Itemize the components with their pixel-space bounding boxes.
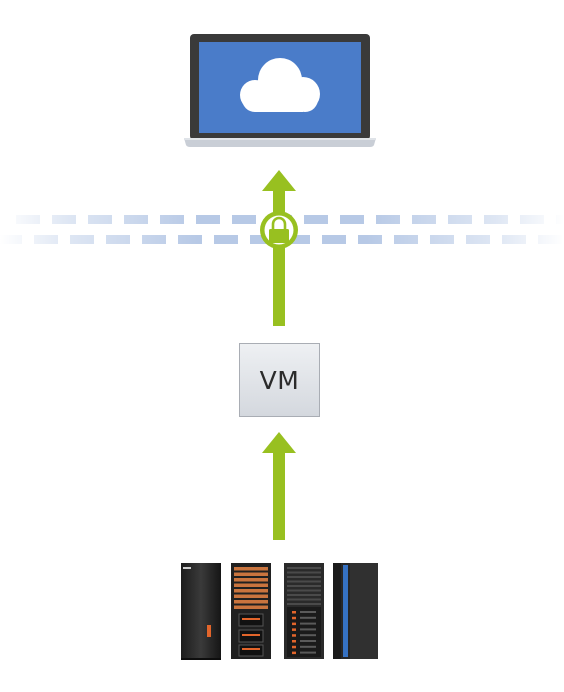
vm-label: VM [259, 365, 300, 395]
rack-drive [300, 628, 316, 631]
rack-slat [287, 567, 321, 569]
server-rack-4 [333, 563, 378, 659]
lower-arrow [262, 432, 296, 540]
server-rack-1 [181, 563, 221, 660]
rack-slat [287, 585, 321, 587]
rack-bay [234, 567, 268, 571]
rack-bay [234, 600, 268, 604]
rack-led [292, 640, 296, 643]
lock-icon [260, 211, 298, 249]
rack-led [292, 616, 296, 620]
rack-bay [234, 572, 268, 576]
vm-box: VM [239, 343, 320, 417]
rack-drive [300, 616, 316, 619]
rack-slat [287, 576, 321, 578]
rack-bay [234, 583, 268, 587]
rack-led [292, 651, 296, 655]
laptop-icon [184, 34, 376, 147]
rack-bay [234, 589, 268, 593]
rack-drive [300, 622, 316, 625]
rack-drive [300, 634, 316, 637]
rack-drive [300, 640, 316, 642]
rack-drive [300, 611, 316, 613]
server-rack-2 [231, 563, 271, 659]
server-rack-3 [284, 563, 324, 659]
rack-slat [287, 594, 321, 596]
rack-slat [287, 589, 321, 592]
rack-slat [287, 571, 321, 574]
cloud-icon [240, 58, 320, 112]
rack-drive [300, 651, 316, 654]
rack-bay [234, 578, 268, 582]
rack-led [292, 622, 296, 626]
rack-drive [300, 645, 316, 648]
rack-bay [234, 605, 268, 609]
rack-led [292, 645, 296, 649]
server-rack-icon [181, 563, 378, 660]
rack-slat [287, 580, 321, 583]
rack-slat [287, 603, 321, 605]
rack-slat [287, 598, 321, 601]
rack-led [292, 634, 296, 637]
rack-led [292, 628, 296, 631]
laptop-base [184, 138, 376, 147]
rack-bay [234, 594, 268, 598]
rack-led [292, 611, 296, 614]
